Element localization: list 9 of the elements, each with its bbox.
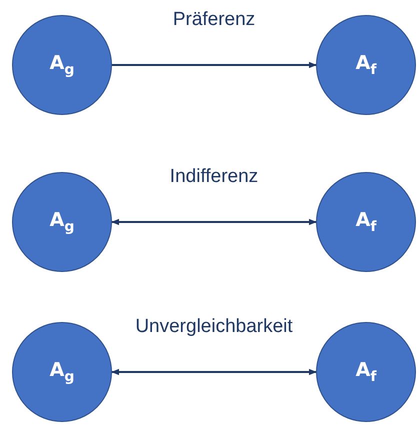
arrow xyxy=(111,368,317,376)
arrow xyxy=(111,218,317,226)
node-label: A$_{g}$ xyxy=(50,359,74,385)
node-label: A$_{f}$ xyxy=(356,52,376,78)
node-label: A$_{f}$ xyxy=(356,209,376,235)
node-label: A$_{g}$ xyxy=(50,52,74,78)
arrow xyxy=(112,62,317,68)
node-label: A$_{g}$ xyxy=(50,209,74,235)
node-label: A$_{f}$ xyxy=(356,359,376,385)
